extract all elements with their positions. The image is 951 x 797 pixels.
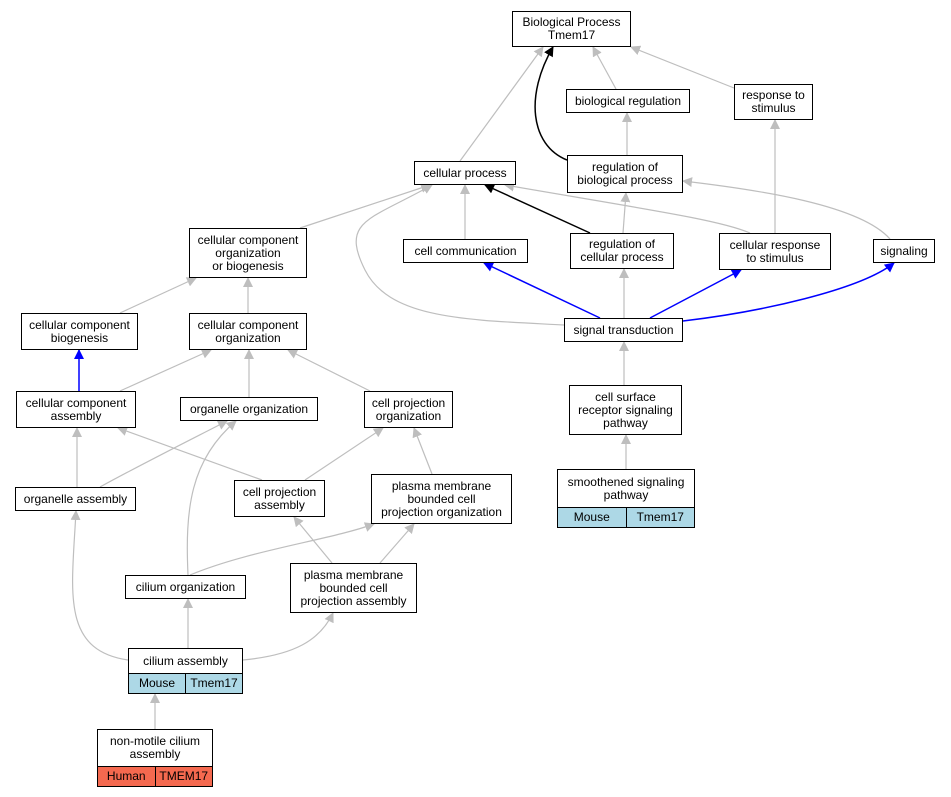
node-label: cellular response to stimulus [729,237,821,265]
node-label: response to stimulus [742,88,805,115]
node-label: plasma membrane bounded cell projection … [300,567,407,608]
node-label: cell communication [414,243,517,258]
node-cilium-organization[interactable]: cilium organization [125,575,246,599]
node-cc-assembly[interactable]: cellular component assembly [16,391,136,428]
edge-organelle-assembly-to-organelle-organization [99,420,228,488]
edge-regulation-of-cellular-process-to-cellular-process [484,184,591,234]
node-label: Biological Process Tmem17 [522,15,621,42]
node-label: signaling [880,243,928,258]
node-signal-transduction[interactable]: signal transduction [564,318,683,342]
node-cell-projection-organization[interactable]: cell projection organization [364,391,453,428]
edge-pmbcpa-to-pmbcpo [379,523,415,564]
edge-signaling-to-regulation-of-biological-process [682,177,891,240]
node-label: cellular component organization or bioge… [197,232,299,273]
node-regulation-of-cellular-process[interactable]: regulation of cellular process [570,233,674,269]
node-label: non-motile cilium assembly [109,734,201,761]
node-response-to-stimulus[interactable]: response to stimulus [734,84,813,120]
node-cellular-process[interactable]: cellular process [414,161,516,185]
node-label: organelle organization [189,401,309,416]
node-label: cell surface receptor signaling pathway [578,389,673,430]
species-tag: Mouse [129,674,185,693]
node-ccob[interactable]: cellular component organization or bioge… [189,228,307,278]
node-signaling[interactable]: signaling [873,239,935,263]
node-cell-communication[interactable]: cell communication [403,239,528,263]
node-label: organelle assembly [23,491,128,506]
node-label: cell projection assembly [242,484,317,512]
edge-cilium-assembly-to-organelle-assembly [70,510,129,661]
node-organelle-assembly[interactable]: organelle assembly [15,487,136,511]
species-tag: Mouse [558,508,626,527]
node-label: regulation of biological process [577,160,673,187]
edge-cellular-response-to-stimulus-to-cellular-process [504,181,751,234]
edge-ccob-to-cellular-process [299,183,431,229]
node-label: cell projection organization [371,395,446,423]
node-root[interactable]: Biological Process Tmem17 [512,11,631,47]
edge-signal-transduction-to-cellular-response-to-stimulus [649,269,742,319]
edge-cilium-assembly-to-pmbcpa [242,612,334,661]
node-label: regulation of cellular process [580,237,664,264]
node-cc-biogenesis[interactable]: cellular component biogenesis [21,313,138,350]
node-regulation-of-biological-process[interactable]: regulation of biological process [567,155,683,193]
node-label: plasma membrane bounded cell projection … [381,478,502,519]
node-cell-surface-receptor[interactable]: cell surface receptor signaling pathway [569,385,682,435]
node-biological-regulation[interactable]: biological regulation [566,89,690,113]
node-pmbcpa[interactable]: plasma membrane bounded cell projection … [290,563,417,613]
edge-pmbcpa-to-cell-projection-assembly [293,516,333,564]
edge-regulation-of-cellular-process-to-regulation-of-biological-process [620,192,631,234]
edge-response-to-stimulus-to-root [630,45,735,89]
node-cell-projection-assembly[interactable]: cell projection assembly [234,480,325,517]
edge-cilium-organization-to-pmbcpo [189,522,375,576]
gene-tag: TMEM17 [154,767,212,786]
node-label: cellular component biogenesis [29,317,130,345]
edge-signal-transduction-to-cell-communication [483,262,601,319]
node-cellular-response-to-stimulus[interactable]: cellular response to stimulus [719,233,831,270]
edge-cell-projection-organization-to-cc-organization [287,349,371,392]
node-label: cellular process [423,165,507,180]
edge-cc-biogenesis-to-ccob [119,277,197,314]
node-organelle-organization[interactable]: organelle organization [180,397,318,421]
edge-cilium-organization-to-organelle-organization [186,420,237,576]
gene-tag: Tmem17 [185,674,242,693]
node-label: cilium organization [135,579,236,594]
edge-regulation-of-biological-process-to-root [534,46,568,161]
node-label: cellular component organization [197,317,299,345]
species-tag: Human [98,767,155,786]
edge-biological-regulation-to-root [592,46,617,90]
edge-cell-projection-assembly-to-cell-projection-organization [304,427,384,481]
edge-cc-assembly-to-cc-organization [119,349,212,392]
edge-pmbcpo-to-cell-projection-organization [412,427,433,475]
edge-cellular-process-to-root [459,46,544,162]
node-pmbcpo[interactable]: plasma membrane bounded cell projection … [371,474,512,524]
node-label: cellular component assembly [25,395,127,423]
edge-signal-transduction-to-signaling [682,262,895,322]
node-label: signal transduction [573,322,674,337]
node-label: cilium assembly [143,653,228,668]
gene-tag: Tmem17 [625,508,694,527]
edge-signal-transduction-to-cellular-process [355,184,565,326]
node-cc-organization[interactable]: cellular component organization [189,313,307,350]
edge-cell-projection-assembly-to-cc-assembly [117,426,263,481]
node-label: biological regulation [574,93,682,108]
node-label: smoothened signaling pathway [567,474,685,502]
